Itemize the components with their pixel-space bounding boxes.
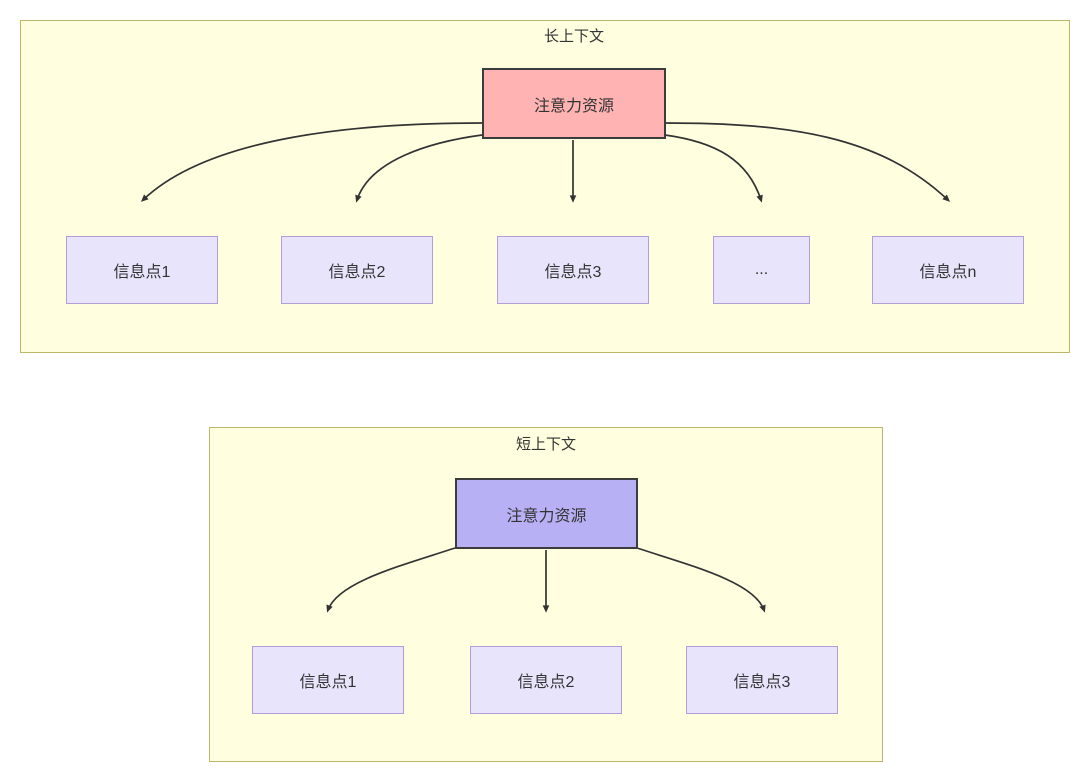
group-title-long-context: 长上下文 xyxy=(543,28,604,45)
edge-attention-long-to-info-ellipsis xyxy=(664,134,763,203)
edge-attention-long-to-info-n xyxy=(664,122,951,202)
edge-attention-short-to-info-1 xyxy=(326,547,456,613)
node-info-point-ellipsis[interactable]: ... xyxy=(713,236,810,304)
node-info-point-n[interactable]: 信息点n xyxy=(872,236,1024,304)
group-title-short-context: 短上下文 xyxy=(515,436,576,453)
node-info-point-s2[interactable]: 信息点2 xyxy=(470,646,622,714)
edge-attention-long-to-info-1 xyxy=(140,122,483,202)
edges-short-context xyxy=(326,547,766,613)
edges-long-context xyxy=(140,122,951,203)
node-info-point-1[interactable]: 信息点1 xyxy=(66,236,218,304)
edge-attention-long-to-info-2 xyxy=(355,134,483,203)
node-info-point-s3[interactable]: 信息点3 xyxy=(686,646,838,714)
edge-attention-short-to-info-3 xyxy=(636,547,766,613)
node-info-point-2[interactable]: 信息点2 xyxy=(281,236,433,304)
node-attention-resource-long[interactable]: 注意力资源 xyxy=(482,68,666,139)
node-info-point-s1[interactable]: 信息点1 xyxy=(252,646,404,714)
node-info-point-3[interactable]: 信息点3 xyxy=(497,236,649,304)
node-attention-resource-short[interactable]: 注意力资源 xyxy=(455,478,638,549)
